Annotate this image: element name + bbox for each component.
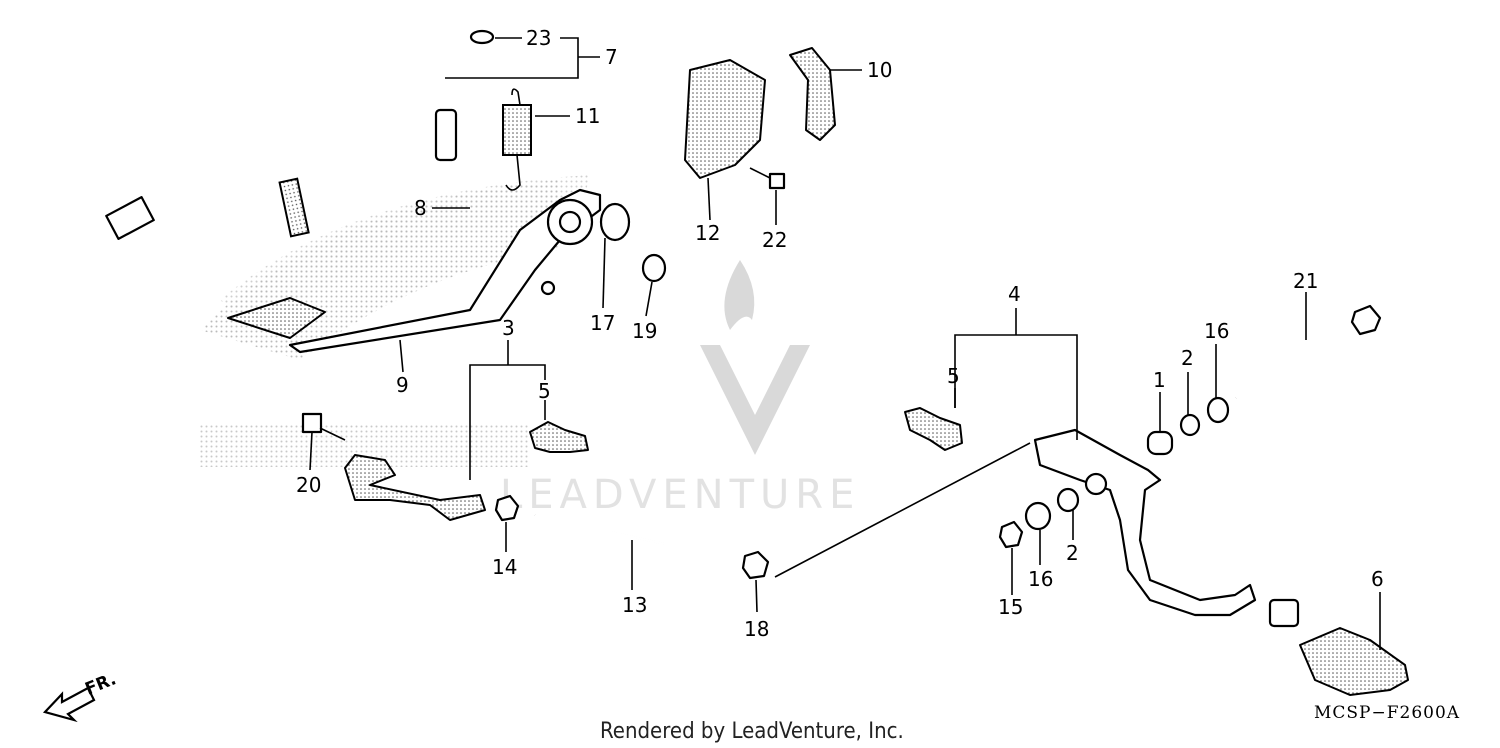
part-23-clip	[469, 29, 495, 45]
callout-17: 17	[590, 311, 615, 335]
front-arrow-icon	[42, 686, 96, 723]
callout-22: 22	[762, 228, 787, 252]
callout-14: 14	[492, 555, 517, 579]
part-16-washer-bottom	[1024, 501, 1052, 531]
part-11-spring	[502, 88, 532, 191]
part-2-washer-top	[1179, 413, 1201, 437]
callout-5-left: 5	[538, 379, 551, 403]
part-19-clip	[641, 253, 667, 283]
leadventure-watermark: LEADVENTURE	[500, 260, 860, 518]
part-1-collar	[1146, 430, 1174, 456]
callout-12: 12	[695, 221, 720, 245]
part-14-nut	[494, 494, 520, 522]
part-21-bolt	[1235, 304, 1382, 400]
part-6-shift-rubber	[1299, 627, 1409, 696]
part-2-washer-bottom	[1056, 487, 1080, 513]
callout-10: 10	[867, 58, 892, 82]
callout-16-bottom: 16	[1028, 567, 1053, 591]
part-16-washer-top	[1206, 396, 1230, 424]
part-15-nut	[998, 520, 1024, 549]
callout-9: 9	[396, 373, 409, 397]
part-10-bracket	[789, 47, 836, 141]
callout-5-right: 5	[947, 364, 960, 388]
front-direction-indicator: FR.	[42, 669, 119, 723]
callout-13: 13	[622, 593, 647, 617]
part-22-bolt	[749, 167, 786, 190]
part-12-cover	[684, 59, 766, 179]
footer-credit: Rendered by LeadVenture, Inc.	[600, 719, 904, 744]
callout-20: 20	[296, 473, 321, 497]
part-13-rod	[534, 513, 746, 564]
callout-15: 15	[998, 595, 1023, 619]
callout-1: 1	[1153, 368, 1166, 392]
part-5-joint-right	[904, 407, 963, 451]
callout-2-bottom: 2	[1066, 541, 1079, 565]
callout-19: 19	[632, 319, 657, 343]
watermark-brand: LEADVENTURE	[500, 472, 860, 518]
part-3-link-arm	[344, 454, 486, 521]
callout-7: 7	[605, 45, 618, 69]
callout-labels: 23 7 11 10 8 12 22 17 19 3 9 5 20 14 13 …	[296, 26, 1384, 641]
callout-21: 21	[1293, 269, 1318, 293]
callout-4: 4	[1008, 282, 1021, 306]
part-4-shift-pedal	[1033, 428, 1300, 628]
part-9-brake-pedal	[227, 188, 602, 354]
part-7-brake-switch-wire	[105, 60, 458, 240]
callout-16-top: 16	[1204, 319, 1229, 343]
callout-6: 6	[1371, 567, 1384, 591]
callout-2-top: 2	[1181, 346, 1194, 370]
part-17-washer	[599, 202, 631, 242]
front-label: FR.	[82, 669, 119, 699]
part-18-nut	[741, 550, 770, 580]
callout-11: 11	[575, 104, 600, 128]
part-8-spring	[278, 177, 310, 238]
leader-lines	[309, 37, 1381, 650]
callout-23: 23	[526, 26, 551, 50]
callout-8: 8	[414, 196, 427, 220]
callout-18: 18	[744, 617, 769, 641]
part-5-joint-left	[529, 421, 589, 453]
diagram-code: MCSP−F2600A	[1314, 703, 1460, 723]
callout-3: 3	[502, 316, 515, 340]
